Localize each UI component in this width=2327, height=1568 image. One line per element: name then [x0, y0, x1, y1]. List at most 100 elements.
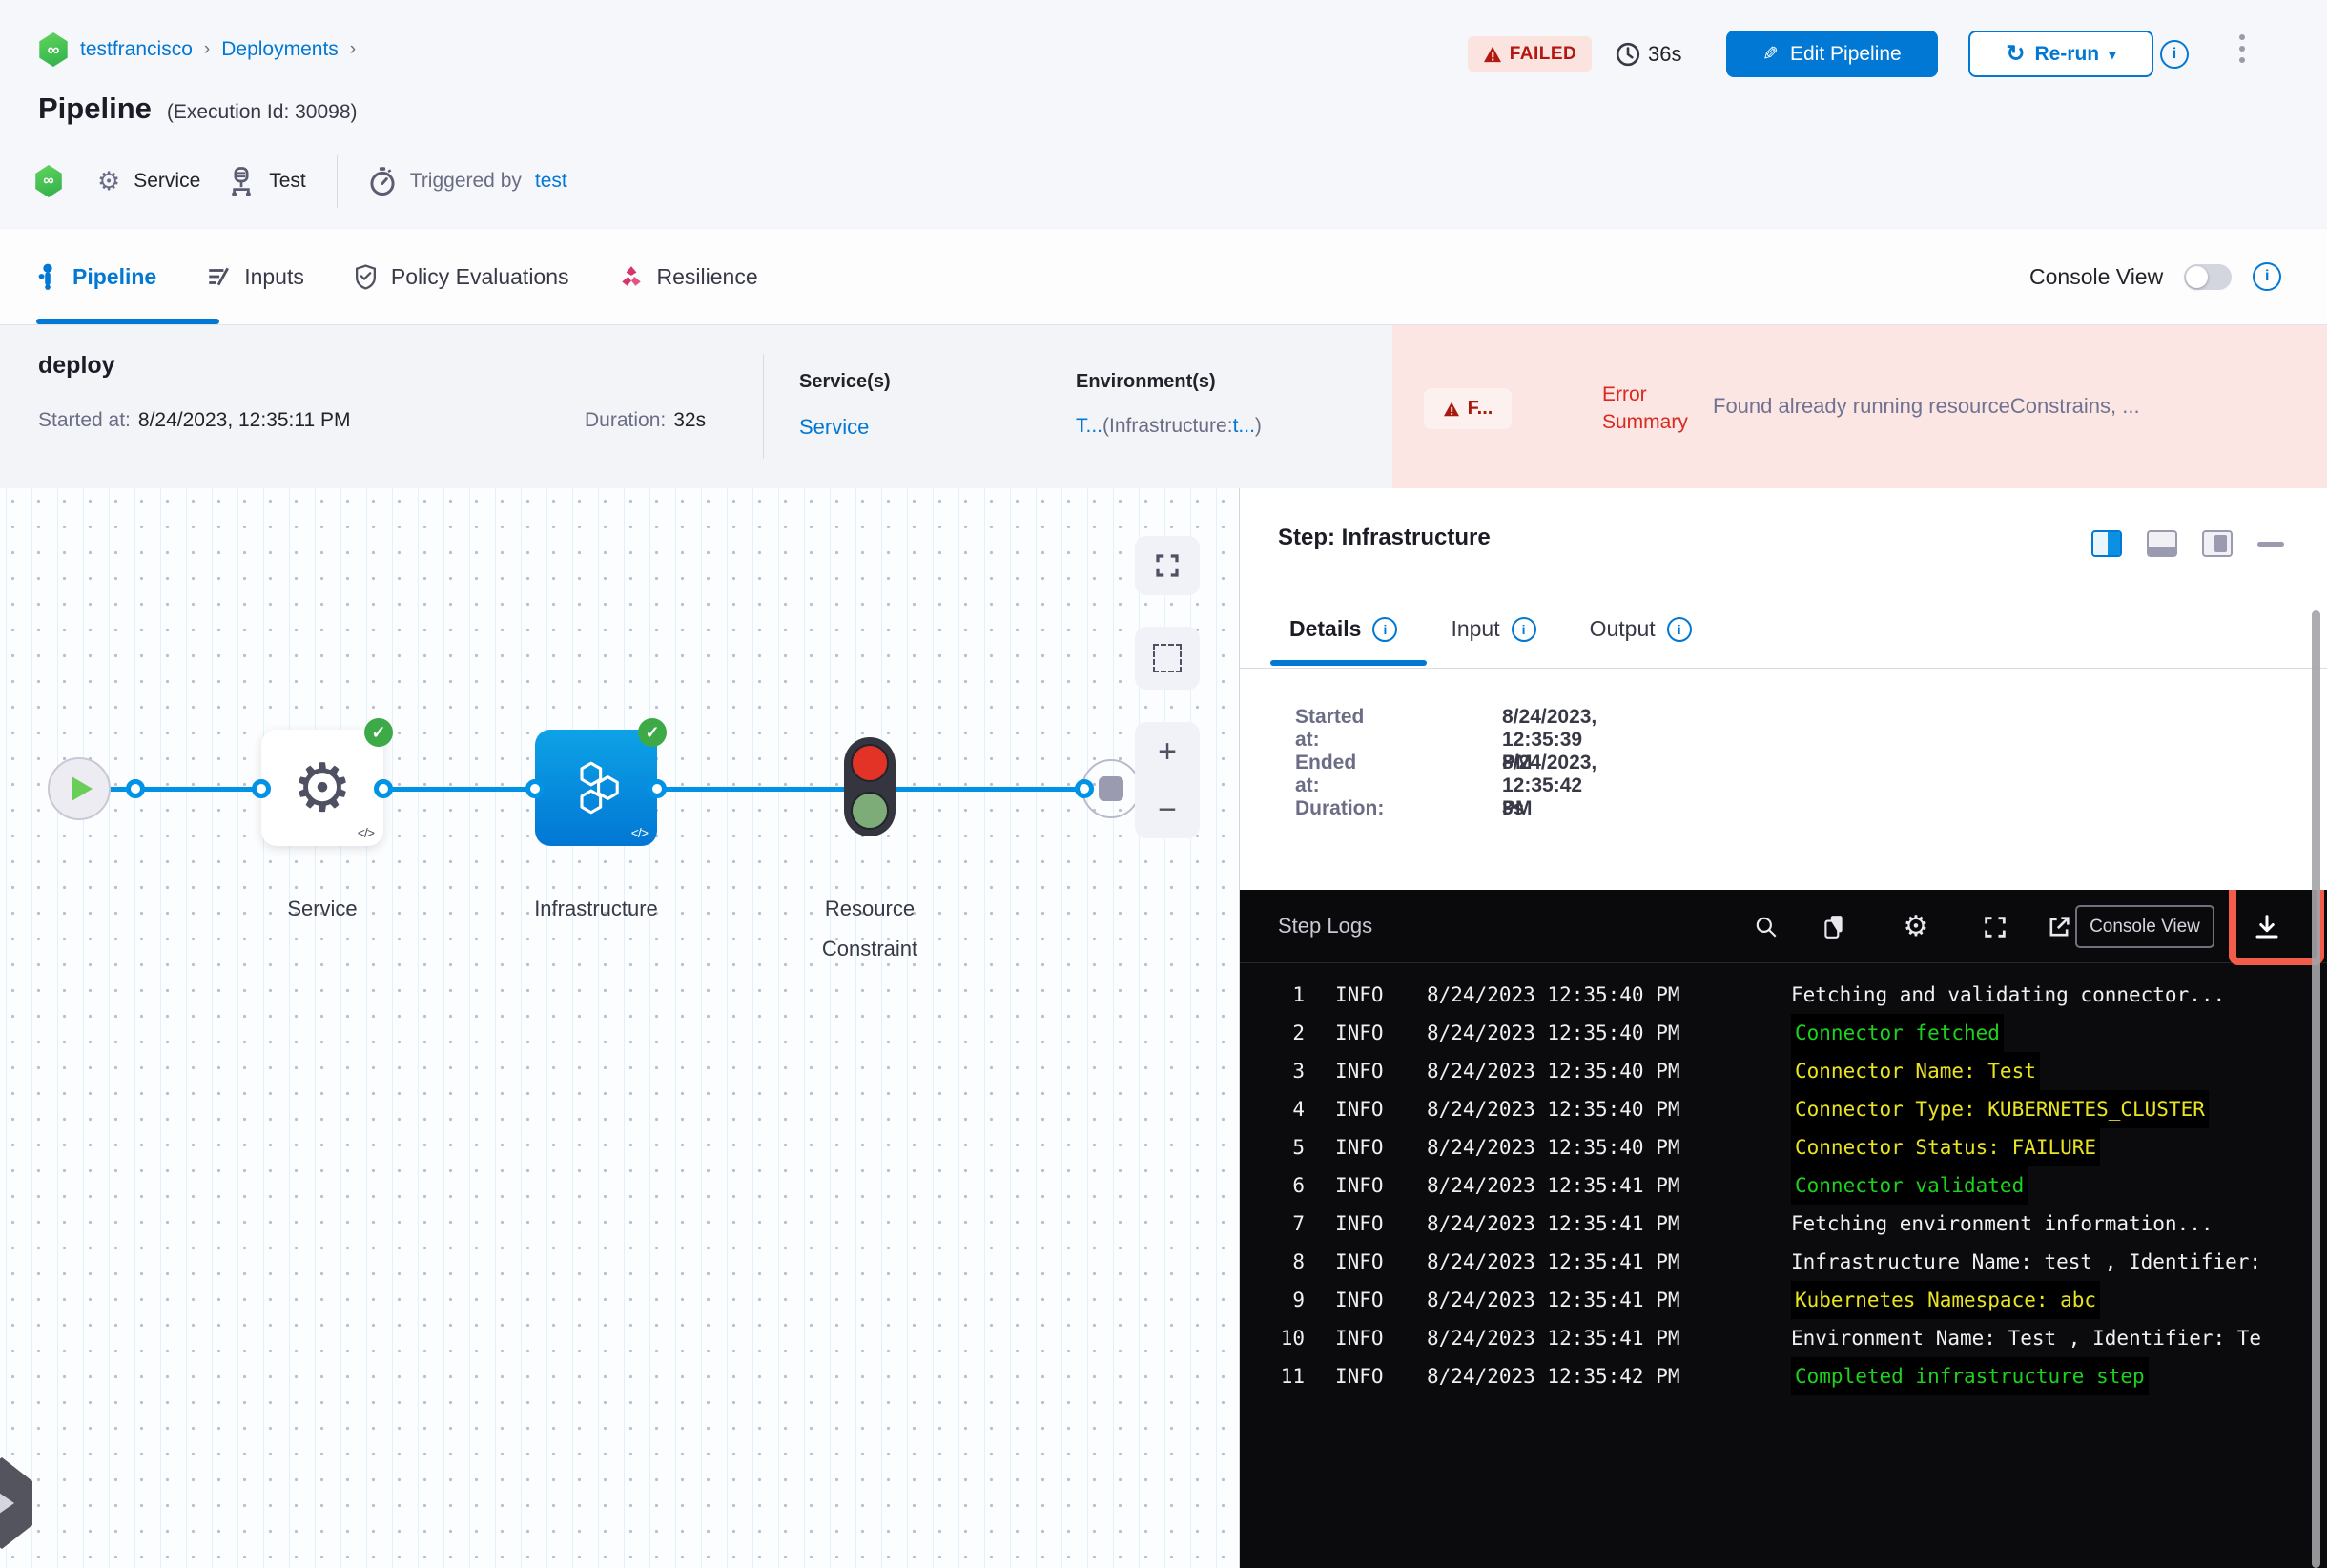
inputs-icon: [209, 267, 230, 286]
error-summary-message: Found already running resourceConstrains…: [1713, 394, 2140, 418]
info-icon[interactable]: i: [1666, 616, 1692, 642]
log-line: 8 INFO 8/24/2023 12:35:41 PM Infrastruct…: [1240, 1243, 2319, 1281]
tab-resilience[interactable]: Resilience: [619, 264, 758, 290]
tab-inputs[interactable]: Inputs: [206, 264, 304, 290]
external-link-icon[interactable]: [2043, 911, 2075, 943]
node-infrastructure[interactable]: ✓ </>: [535, 718, 667, 846]
layout-split-right-button[interactable]: [2091, 530, 2122, 557]
start-node[interactable]: [48, 757, 111, 820]
log-timestamp: 8/24/2023 12:35:41 PM: [1427, 1250, 1680, 1273]
code-icon: </>: [630, 825, 649, 840]
minimize-panel-button[interactable]: [2257, 541, 2284, 547]
info-icon[interactable]: i: [2253, 262, 2282, 291]
console-view-button[interactable]: Console View: [2075, 905, 2214, 948]
success-check-icon: ✓: [638, 718, 667, 747]
harness-logo-icon: ∞: [35, 165, 62, 197]
log-line-number: 10: [1280, 1327, 1305, 1350]
log-message: Infrastructure Name: test , Identifier:: [1791, 1250, 2262, 1273]
log-level: INFO: [1335, 983, 1384, 1006]
log-timestamp: 8/24/2023 12:35:40 PM: [1427, 1021, 1680, 1044]
tab-pipeline[interactable]: Pipeline: [36, 263, 156, 290]
log-line-number: 8: [1292, 1250, 1305, 1273]
canvas-fullscreen-button[interactable]: [1135, 536, 1200, 595]
layout-floating-button[interactable]: [2202, 530, 2233, 557]
infrastructure-link[interactable]: t...: [1232, 415, 1255, 437]
log-message: Connector Status: FAILURE: [1791, 1128, 2101, 1166]
status-text: FAILED: [1509, 43, 1577, 64]
graph-edge: [383, 787, 535, 792]
refresh-icon: ↻: [2006, 41, 2026, 67]
environment-infra-label: (Infrastructure:: [1102, 415, 1233, 437]
trigger-user-link[interactable]: test: [534, 170, 567, 192]
divider: [1240, 668, 2327, 669]
settings-gear-icon[interactable]: ⚙: [1903, 911, 1929, 942]
edit-pipeline-button[interactable]: ✎ Edit Pipeline: [1726, 31, 1938, 77]
environment-value[interactable]: T...(Infrastructure:t...): [1076, 415, 1262, 438]
edit-pipeline-label: Edit Pipeline: [1790, 42, 1902, 65]
stopwatch-icon: [370, 167, 395, 196]
log-lines[interactable]: 1 INFO 8/24/2023 12:35:40 PM Fetching an…: [1240, 976, 2319, 1395]
tab-input[interactable]: Input i: [1451, 616, 1536, 642]
download-icon: [2255, 915, 2278, 939]
tab-inputs-label: Inputs: [244, 263, 304, 289]
resilience-icon: [621, 266, 641, 286]
zoom-in-button[interactable]: +: [1158, 732, 1177, 770]
node-resource-constraint[interactable]: [844, 737, 896, 836]
breadcrumb-deployments-link[interactable]: Deployments: [221, 38, 339, 60]
info-icon[interactable]: i: [1511, 616, 1536, 642]
rerun-button[interactable]: ↻ Re-run ▾: [1968, 31, 2153, 77]
download-logs-button[interactable]: [2251, 911, 2283, 943]
duration-value: 32s: [673, 409, 707, 431]
log-message: Kubernetes Namespace: abc: [1791, 1281, 2101, 1319]
traffic-light-green-icon: [851, 792, 889, 830]
play-icon: [72, 776, 93, 801]
hexagons-icon: [580, 761, 619, 815]
log-line: 5 INFO 8/24/2023 12:35:40 PM Connector S…: [1240, 1128, 2319, 1166]
copy-icon[interactable]: [1818, 911, 1850, 943]
log-line-number: 6: [1292, 1174, 1305, 1197]
node-service[interactable]: ⚙ ✓ </>: [261, 718, 393, 846]
console-view-toggle[interactable]: [2184, 263, 2233, 290]
panel-expand-handle[interactable]: [0, 1457, 32, 1549]
fullscreen-icon: [1156, 554, 1179, 577]
fullscreen-icon[interactable]: [1979, 911, 2011, 943]
info-icon[interactable]: i: [1372, 616, 1398, 642]
canvas-select-button[interactable]: [1135, 627, 1200, 690]
more-options-menu[interactable]: [2239, 34, 2245, 63]
clock-icon: [1616, 42, 1640, 66]
meta-service-label: Service: [134, 170, 201, 192]
log-line-number: 11: [1280, 1365, 1305, 1388]
log-timestamp: 8/24/2023 12:35:41 PM: [1427, 1212, 1680, 1235]
tab-output[interactable]: Output i: [1590, 616, 1692, 642]
log-line: 2 INFO 8/24/2023 12:35:40 PM Connector f…: [1240, 1014, 2319, 1052]
console-view-label: Console View: [2029, 263, 2164, 289]
edge-port: [126, 779, 145, 798]
log-message: Connector Name: Test: [1791, 1052, 2040, 1090]
zoom-out-button[interactable]: −: [1158, 791, 1177, 828]
info-icon[interactable]: i: [2160, 40, 2189, 69]
log-line: 11 INFO 8/24/2023 12:35:42 PM Completed …: [1240, 1357, 2319, 1395]
tab-details[interactable]: Details i: [1289, 616, 1398, 642]
breadcrumb-project-link[interactable]: testfrancisco: [80, 38, 193, 60]
started-at-value: 8/24/2023, 12:35:11 PM: [137, 409, 351, 431]
detail-value: 8/24/2023, 12:35:42 PM: [1502, 752, 1597, 819]
log-message: Completed infrastructure step: [1791, 1357, 2149, 1395]
edge-port: [374, 779, 393, 798]
edge-port: [1075, 779, 1094, 798]
search-icon[interactable]: [1750, 911, 1782, 943]
stage-name[interactable]: deploy: [38, 352, 115, 379]
warning-triangle-icon: [1443, 402, 1459, 416]
detail-label: Duration:: [1295, 797, 1385, 819]
layout-split-bottom-button[interactable]: [2147, 530, 2177, 557]
environment-link[interactable]: T...: [1076, 415, 1103, 437]
tab-policy-evaluations[interactable]: Policy Evaluations: [354, 264, 569, 290]
page-scrollbar[interactable]: [2312, 610, 2320, 1568]
log-timestamp: 8/24/2023 12:35:40 PM: [1427, 983, 1680, 1006]
service-link[interactable]: Service: [799, 415, 870, 439]
status-badge: FAILED: [1468, 36, 1592, 72]
active-tab-underline: [1270, 660, 1427, 666]
pipeline-graph-canvas[interactable]: ⚙ ✓ </> ✓ </> Service Infrastructure Res…: [0, 488, 1240, 1568]
tab-output-label: Output: [1589, 616, 1656, 641]
warning-triangle-icon: [1483, 46, 1501, 62]
log-line-number: 4: [1292, 1098, 1305, 1121]
